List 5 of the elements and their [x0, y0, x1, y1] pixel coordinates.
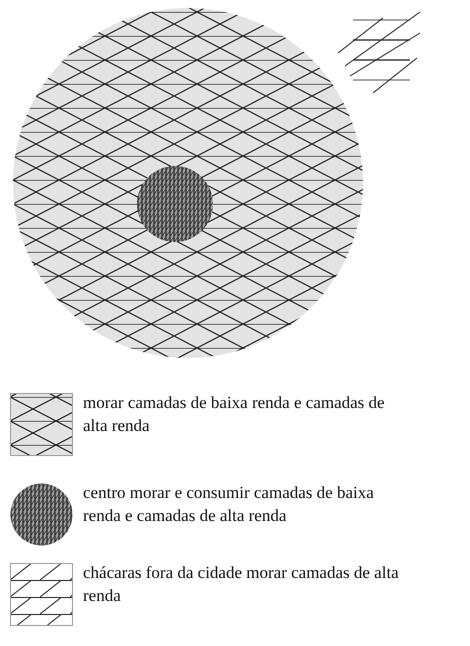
city-circle: [13, 8, 363, 358]
legend-text: chácaras fora da cidade morar camadas de alta renda: [83, 562, 400, 607]
legend-text: morar camadas de baixa renda e camadas de alta renda: [83, 392, 386, 437]
legend-text: centro morar e consumir camadas de baixa renda e camadas de alta renda: [83, 482, 375, 527]
center-circle: [137, 166, 213, 242]
